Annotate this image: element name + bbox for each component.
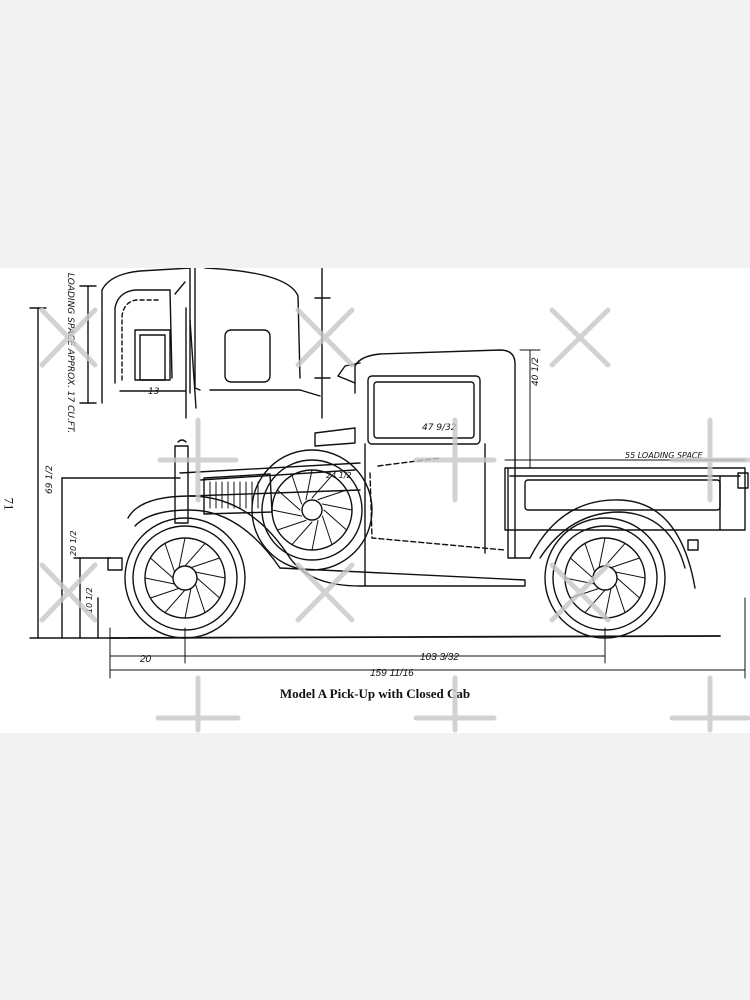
- wheel-spoke: [144, 577, 176, 585]
- wheel-spoke: [184, 542, 206, 567]
- figure-caption: Model A Pick-Up with Closed Cab: [279, 686, 471, 701]
- wheel-spoke: [569, 587, 600, 599]
- dim-frame-height: 20 1/2: [69, 530, 78, 556]
- wheel-spoke: [164, 542, 176, 573]
- wheel-spoke: [305, 469, 313, 501]
- wheel-spoke: [194, 571, 226, 579]
- dim-ground-clearance: 10 1/2: [85, 587, 94, 613]
- blueprint-sheet: 20 103 3/32 159 11/16 55 LOADING SPACE 4…: [0, 268, 750, 733]
- wheel-spoke: [616, 577, 641, 599]
- wheel-spoke: [178, 537, 186, 569]
- page-number: 71: [1, 497, 17, 511]
- dim-overall-length: 159 11/16: [370, 668, 414, 679]
- wheel-spoke: [584, 542, 596, 573]
- wheel-spoke: [149, 587, 180, 599]
- dim-loading-space: 55 LOADING SPACE: [625, 451, 704, 460]
- wheel-spoke: [291, 474, 303, 505]
- dim-wheelbase: 103 3/32: [420, 652, 459, 663]
- wheel-spoke: [311, 474, 333, 499]
- dim-front-overhang: 20: [139, 654, 152, 665]
- wheel-spoke: [164, 589, 186, 614]
- wheel-spoke: [584, 589, 606, 614]
- wheel-spoke: [190, 557, 221, 569]
- wheel-spoke: [276, 489, 301, 511]
- wheel-spoke: [604, 542, 626, 567]
- side-note-loading-space: LOADING SPACE APPROX. 17 CU.FT.: [65, 273, 75, 433]
- truck-side-view: [107, 349, 749, 639]
- wheel-spoke: [604, 587, 612, 619]
- dim-overall-height: 69 1/2: [45, 465, 55, 494]
- wheel-spoke: [614, 583, 626, 614]
- cab-end-view: [79, 268, 197, 419]
- cab-side-top-view: [194, 268, 331, 419]
- dim-door: 24 1/2: [326, 471, 352, 480]
- wheel-spoke: [271, 509, 303, 517]
- bottom-dimension-lines: [109, 349, 746, 679]
- wheel-spokes: [144, 469, 646, 619]
- wheel-spoke: [323, 509, 348, 531]
- wheel-spoke: [321, 503, 353, 511]
- wheel-spoke: [598, 537, 606, 569]
- wheel-spoke: [194, 583, 206, 614]
- wheel-spoke: [196, 577, 221, 599]
- dim-windshield: 47 9/32: [422, 423, 457, 433]
- wheel-spoke: [614, 571, 646, 579]
- dim-cab-inner-width: 13: [148, 387, 160, 397]
- wheel-spoke: [610, 557, 641, 569]
- dim-cab-height: 40 1/2: [531, 357, 541, 386]
- wheel-spoke: [184, 587, 192, 619]
- wheel-spoke: [276, 519, 307, 531]
- wheel-spoke: [291, 521, 313, 546]
- wheel-spoke: [564, 577, 596, 585]
- wheel-spoke: [317, 489, 348, 501]
- truck-blueprint-drawing: 20 103 3/32 159 11/16 55 LOADING SPACE 4…: [29, 268, 749, 679]
- wheel-spoke: [149, 557, 174, 579]
- wheel-spoke: [311, 519, 319, 551]
- wheel-spoke: [569, 557, 594, 579]
- wheel-spoke: [321, 515, 333, 546]
